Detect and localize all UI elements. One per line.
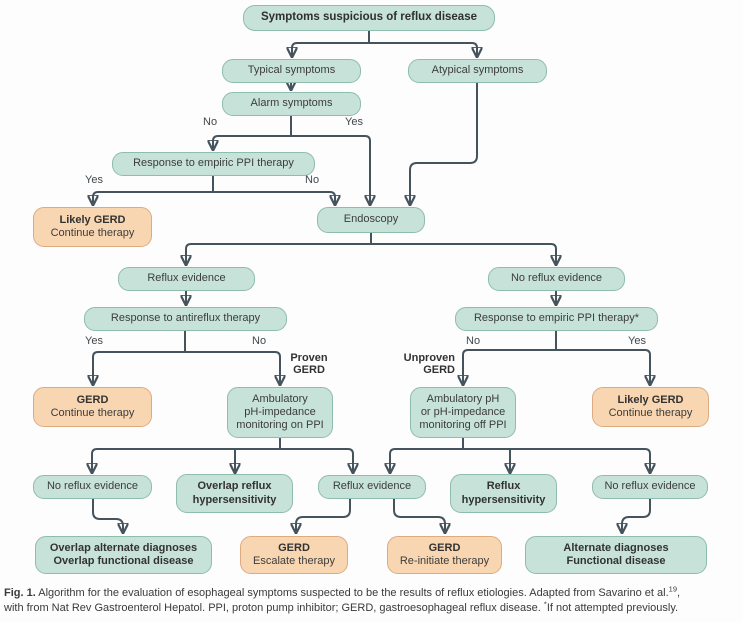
edge-ambon-to-noreflux — [92, 448, 280, 471]
edge-atypical-to-endoscopy — [410, 83, 478, 203]
edge-endoscopy-to-noreflux — [371, 243, 556, 263]
node-no-reflux-bottom-left: No reflux evidence — [33, 475, 152, 499]
node-symptoms-suspicious: Symptoms suspicious of reflux disease — [243, 5, 495, 31]
edge-label-alarm-no: No — [203, 116, 218, 128]
node-typical-symptoms: Typical symptoms — [222, 59, 361, 83]
side-label-unproven-gerd: Unproven GERD — [403, 352, 455, 376]
edge-antireflux-no — [185, 351, 280, 383]
node-ambulatory-on-ppi: Ambulatory pH-impedance monitoring on PP… — [227, 387, 333, 438]
edge-endoscopy-to-reflux — [186, 243, 371, 263]
node-alarm-symptoms: Alarm symptoms — [222, 92, 361, 116]
edge-label-ppi-no: No — [305, 174, 320, 186]
node-alternate-diagnoses: Alternate diagnoses Functional disease — [525, 536, 707, 574]
node-response-antireflux: Response to antireflux therapy — [84, 307, 287, 331]
node-likely-gerd-continue-right: Likely GERD Continue therapy — [592, 387, 709, 427]
edge-antireflux-yes — [93, 351, 185, 383]
edge-label-alarm-yes: Yes — [345, 116, 363, 128]
edge-amboff-to-noreflux — [463, 448, 650, 471]
edge-noreflux-to-overlapalt — [92, 499, 123, 531]
edge-symptoms-to-typical — [292, 42, 369, 55]
edge-noreflux-to-altdiag — [622, 499, 651, 531]
caption-line-1: Fig. 1. Algorithm for the evaluation of … — [4, 584, 681, 599]
edge-ppi2-yes — [556, 349, 650, 383]
edge-label-ppi2-no: No — [466, 335, 481, 347]
edge-amboff-to-refluxev — [390, 448, 463, 471]
flowchart-edges — [0, 31, 743, 585]
edge-label-antireflux-yes: Yes — [85, 335, 103, 347]
edge-label-antireflux-no: No — [252, 335, 267, 347]
figure-caption: Fig. 1. Algorithm for the evaluation of … — [4, 584, 741, 616]
node-reflux-evidence-center: Reflux evidence — [318, 475, 426, 499]
edge-refluxev-to-reinitiate — [393, 499, 445, 531]
edge-refluxev-to-escalate — [296, 499, 351, 531]
edge-symptoms-to-atypical — [369, 42, 477, 55]
node-response-empiric-ppi-star: Response to empiric PPI therapy* — [455, 307, 658, 331]
node-endoscopy: Endoscopy — [317, 207, 425, 233]
edge-ppi-yes — [93, 191, 213, 203]
edge-label-ppi2-yes: Yes — [628, 335, 646, 347]
edge-ppi2-no — [463, 349, 556, 383]
side-label-proven-gerd: Proven GERD — [290, 352, 328, 376]
node-overlap-reflux-hypersensitivity: Overlap reflux hypersensitivity — [176, 474, 293, 513]
edge-label-ppi-yes: Yes — [85, 174, 103, 186]
node-gerd-continue: GERD Continue therapy — [33, 387, 152, 427]
node-overlap-alternate-diagnoses: Overlap alternate diagnoses Overlap func… — [35, 536, 212, 574]
edge-ppi-no-to-endoscopy — [213, 191, 335, 203]
node-likely-gerd-continue-left: Likely GERD Continue therapy — [33, 207, 152, 247]
node-reflux-evidence-left: Reflux evidence — [118, 267, 255, 291]
node-no-reflux-evidence-right: No reflux evidence — [488, 267, 625, 291]
edge-ambon-to-refluxev — [280, 448, 353, 471]
edge-alarm-no — [213, 135, 291, 148]
node-no-reflux-bottom-right: No reflux evidence — [592, 475, 708, 499]
node-ambulatory-off-ppi: Ambulatory pH or pH-impedance monitoring… — [410, 387, 516, 438]
node-gerd-reinitiate: GERD Re-initiate therapy — [387, 536, 502, 574]
node-response-empiric-ppi: Response to empiric PPI therapy — [112, 152, 315, 176]
node-reflux-hypersensitivity: Reflux hypersensitivity — [450, 474, 557, 513]
node-gerd-escalate: GERD Escalate therapy — [240, 536, 348, 574]
caption-fig-label: Fig. 1. — [4, 587, 36, 599]
node-atypical-symptoms: Atypical symptoms — [408, 59, 547, 83]
edge-alarm-yes-to-endoscopy — [291, 135, 370, 203]
caption-line-2: with from Nat Rev Gastroenterol Hepatol.… — [4, 599, 679, 614]
